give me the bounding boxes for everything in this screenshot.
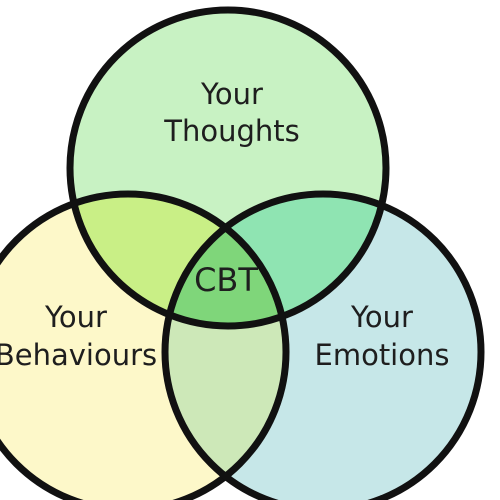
emotions-label-line1: Your <box>350 300 413 334</box>
all-three-overlap <box>165 194 286 326</box>
center-label: CBT <box>194 261 258 299</box>
behaviours-circle-outline <box>0 190 290 500</box>
emotions-label-line2: Emotions <box>315 338 450 372</box>
behaviours-label-line2: Behaviours <box>0 338 157 372</box>
thoughts-label-line2: Thoughts <box>163 114 299 148</box>
behaviours-label-line1: Your <box>44 300 107 334</box>
thoughts-circle-outline <box>66 6 390 330</box>
emotions-circle-outline <box>161 190 485 500</box>
thoughts-label-line1: Your <box>200 77 263 111</box>
